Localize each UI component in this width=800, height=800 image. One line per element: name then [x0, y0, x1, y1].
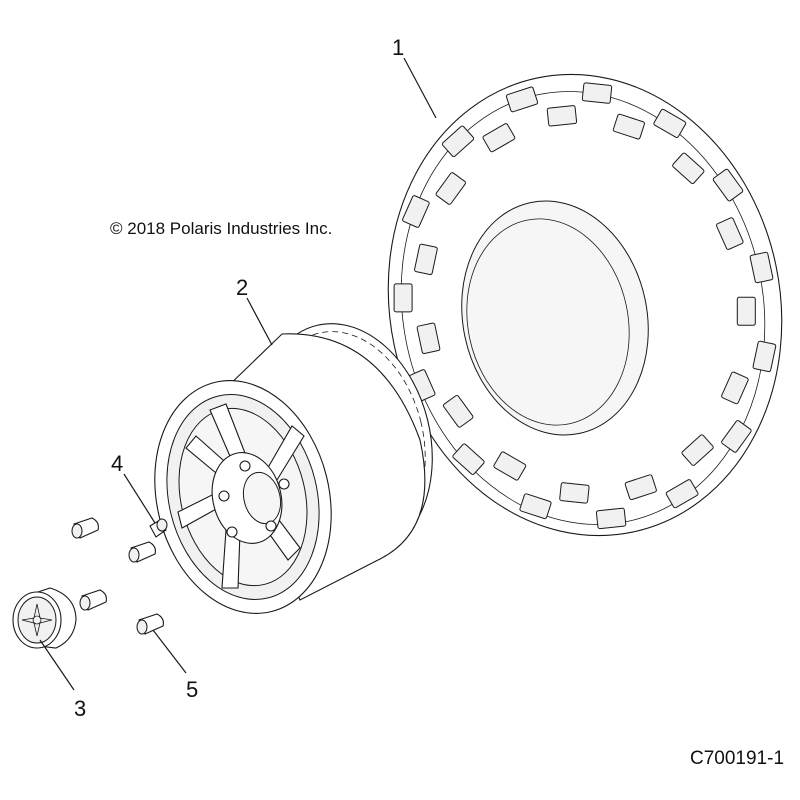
tread-lug	[672, 152, 705, 185]
tread-lugs	[393, 82, 777, 530]
tread-lug	[493, 451, 527, 481]
tread-lug	[416, 322, 441, 354]
tread-lug	[716, 217, 744, 250]
leader-line-5	[152, 629, 187, 674]
tread-lug	[595, 507, 627, 530]
callout-1: 1	[392, 35, 404, 60]
tread-lug	[519, 493, 552, 520]
lug-nuts	[71, 517, 164, 635]
leader-line-1	[403, 57, 437, 119]
tread-lug	[721, 420, 752, 453]
tread-lug	[681, 434, 714, 466]
leader-line-4	[123, 473, 156, 524]
tread-lug	[414, 243, 438, 276]
tread-lug	[624, 474, 657, 501]
tread-lug	[546, 105, 578, 127]
wheel	[154, 323, 433, 614]
tread-lug	[482, 123, 516, 153]
valve-stem	[149, 518, 168, 538]
tread-lug	[653, 108, 687, 138]
callout-3: 3	[74, 696, 86, 721]
lug-nut	[128, 541, 156, 563]
tread-lug	[442, 394, 474, 428]
tread-lug	[559, 482, 590, 504]
tread-lug	[752, 340, 777, 373]
callout-4: 4	[111, 451, 123, 476]
leader-line-2	[246, 297, 273, 346]
tread-lug	[505, 86, 539, 113]
tread-lug	[402, 195, 430, 228]
tread-lug	[612, 113, 645, 140]
tread-lug	[393, 283, 413, 313]
tread-lug	[435, 172, 467, 205]
callout-5: 5	[186, 677, 198, 702]
tread-lug	[721, 371, 749, 405]
callout-2: 2	[236, 275, 248, 300]
tread-lug	[581, 82, 613, 104]
leader-lines	[39, 57, 437, 691]
lug-nut	[71, 517, 99, 539]
tread-lug	[736, 296, 756, 326]
tire	[387, 73, 783, 537]
tread-lug	[441, 125, 475, 158]
hub-cap	[12, 587, 77, 649]
copyright-notice: © 2018 Polaris Industries Inc.	[110, 219, 332, 238]
tread-lug	[749, 251, 774, 284]
tread-lug	[452, 443, 485, 475]
tread-lug	[712, 168, 744, 202]
leader-line-3	[39, 639, 75, 691]
figure-number: C700191-1	[690, 748, 784, 769]
lug-nut	[136, 613, 164, 635]
tread-lug	[665, 479, 699, 509]
lug-nut	[79, 589, 107, 611]
